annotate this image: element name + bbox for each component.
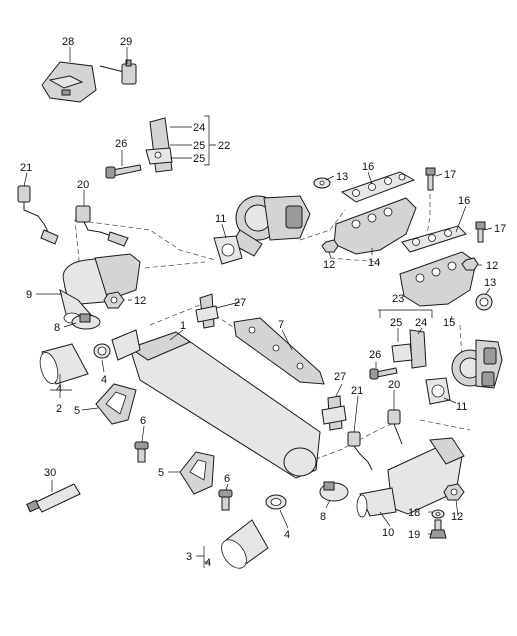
label-17[interactable]: 17	[494, 223, 506, 235]
hanger-part-5-bottom[interactable]	[179, 451, 215, 495]
label-11[interactable]: 11	[456, 401, 467, 413]
label-10[interactable]: 10	[382, 527, 394, 539]
manifold-gasket-part-16-right[interactable]	[401, 225, 467, 253]
tailpipe-part-4-left[interactable]	[37, 343, 89, 386]
label-5[interactable]: 5	[74, 405, 80, 417]
bracket-part-27-top[interactable]	[195, 293, 219, 329]
label-12[interactable]: 12	[486, 260, 498, 272]
label-17[interactable]: 17	[444, 169, 456, 181]
bolt-part-6-left[interactable]	[134, 441, 149, 463]
label-20[interactable]: 20	[388, 379, 400, 391]
label-3[interactable]: 3	[186, 551, 192, 563]
label-19[interactable]: 19	[408, 529, 420, 541]
label-29[interactable]: 29	[120, 36, 132, 48]
label-4[interactable]: 4	[205, 557, 211, 569]
label-7[interactable]: 7	[278, 319, 284, 331]
bolt-part-19[interactable]	[429, 519, 447, 539]
bracket-part-24-right[interactable]	[391, 329, 427, 369]
label-8[interactable]: 8	[320, 511, 326, 523]
nut-part-12-right[interactable]	[443, 483, 465, 501]
hanger-part-5-left[interactable]	[95, 383, 137, 425]
label-18[interactable]: 18	[408, 507, 420, 519]
label-22[interactable]: 22	[218, 140, 230, 152]
clamp-part-8-left[interactable]	[71, 313, 101, 330]
label-6[interactable]: 6	[224, 473, 230, 485]
label-23[interactable]: 23	[392, 293, 404, 305]
oxygen-sensor-part-20-right[interactable]	[387, 409, 403, 445]
muffler-part-1[interactable]	[111, 329, 321, 479]
sensor-bolt-part-29[interactable]	[99, 59, 137, 85]
bracket-part-28[interactable]	[41, 61, 97, 103]
tailpipe-part-3[interactable]	[217, 519, 269, 573]
turbocharger-part-11-left[interactable]	[231, 195, 311, 257]
gasket-part-13-right[interactable]	[475, 293, 493, 311]
label-25[interactable]: 25	[390, 317, 402, 329]
catalytic-converter-part-10[interactable]	[356, 437, 465, 518]
gasket-part-11-left[interactable]	[213, 235, 243, 265]
clamp-part-4-left[interactable]	[93, 343, 111, 359]
label-26[interactable]: 26	[115, 138, 127, 150]
label-16[interactable]: 16	[458, 195, 470, 207]
label-13[interactable]: 13	[336, 171, 348, 183]
bracket-part-27-right[interactable]	[321, 395, 347, 431]
label-27[interactable]: 27	[334, 371, 346, 383]
label-1[interactable]: 1	[180, 320, 186, 332]
label-12[interactable]: 12	[134, 295, 146, 307]
bolt-part-26-right[interactable]	[369, 367, 398, 380]
stud-part-17-top[interactable]	[425, 167, 436, 191]
gasket-part-13-top[interactable]	[313, 177, 331, 189]
label-21[interactable]: 21	[351, 385, 363, 397]
label-16[interactable]: 16	[362, 161, 374, 173]
oxygen-sensor-part-21-right[interactable]	[347, 431, 373, 471]
part-labels: 28 29 24 25 25 22 26 21 20 9 12 8 11 27 …	[20, 36, 506, 569]
oxygen-sensor-part-20-left[interactable]	[75, 205, 129, 247]
label-5[interactable]: 5	[158, 467, 164, 479]
label-6[interactable]: 6	[140, 415, 146, 427]
manifold-gasket-part-16-top[interactable]	[340, 171, 416, 203]
clamp-part-8-right[interactable]	[319, 481, 349, 502]
clamp-part-4-bottom[interactable]	[265, 494, 287, 510]
bolt-part-6-bottom[interactable]	[218, 489, 233, 511]
label-4[interactable]: 4	[56, 383, 62, 395]
label-24[interactable]: 24	[415, 317, 427, 329]
catalytic-converter-part-9[interactable]	[59, 253, 141, 325]
label-28[interactable]: 28	[62, 36, 74, 48]
oxygen-sensor-part-21-left[interactable]	[17, 185, 59, 245]
stud-part-17-right[interactable]	[475, 221, 486, 243]
washer-part-18[interactable]	[431, 509, 445, 519]
nut-part-12-manifold[interactable]	[321, 239, 339, 253]
leader-lines	[23, 47, 493, 568]
gasket-part-11-right[interactable]	[425, 377, 451, 405]
label-13[interactable]: 13	[484, 277, 496, 289]
label-25[interactable]: 25	[193, 140, 205, 152]
nut-part-12-right-manifold[interactable]	[461, 257, 479, 271]
sealant-tube-part-30[interactable]	[26, 483, 81, 513]
heat-shield-part-7[interactable]	[233, 317, 325, 385]
label-21[interactable]: 21	[20, 162, 32, 174]
label-20[interactable]: 20	[77, 179, 89, 191]
bolt-part-26-top[interactable]	[105, 164, 142, 179]
nut-part-12-left[interactable]	[103, 291, 125, 309]
label-14[interactable]: 14	[368, 257, 380, 269]
label-9[interactable]: 9	[26, 289, 32, 301]
label-2[interactable]: 2	[56, 403, 62, 415]
label-11[interactable]: 11	[215, 213, 226, 225]
label-4[interactable]: 4	[284, 529, 290, 541]
heat-shield-bracket-part-24[interactable]	[145, 117, 173, 173]
label-26[interactable]: 26	[369, 349, 381, 361]
label-27[interactable]: 27	[234, 297, 246, 309]
label-30[interactable]: 30	[44, 467, 56, 479]
label-24[interactable]: 24	[193, 122, 205, 134]
exhaust-manifold-part-15[interactable]	[399, 251, 477, 307]
label-12[interactable]: 12	[451, 511, 463, 523]
label-8[interactable]: 8	[54, 322, 60, 334]
label-12[interactable]: 12	[323, 259, 335, 271]
exhaust-manifold-part-14[interactable]	[333, 197, 417, 255]
label-25[interactable]: 25	[193, 153, 205, 165]
label-15[interactable]: 15	[443, 317, 455, 329]
turbocharger-part-11-right[interactable]	[451, 339, 503, 389]
label-4[interactable]: 4	[101, 374, 107, 386]
